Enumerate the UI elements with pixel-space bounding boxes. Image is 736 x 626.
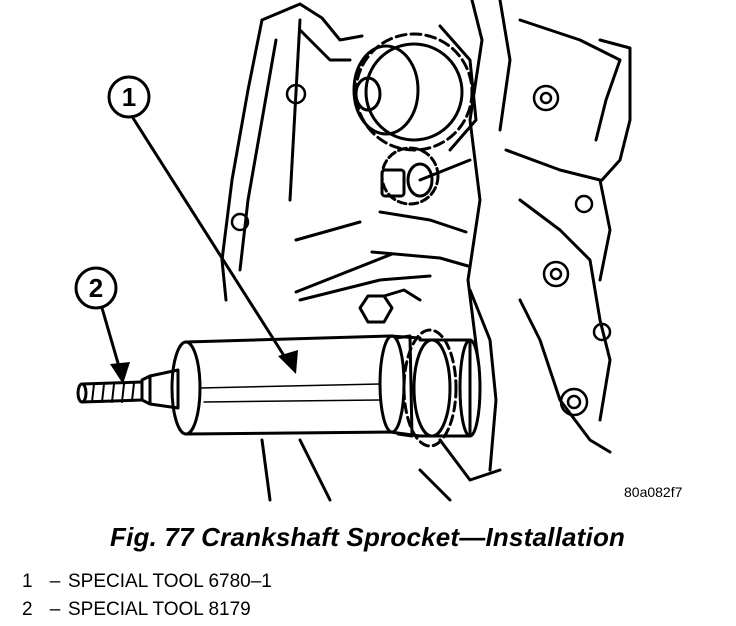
figure-caption: Fig. 77 Crankshaft Sprocket—Installation (110, 522, 626, 552)
bolt-holes (230, 83, 612, 417)
upper-sprocket (352, 24, 478, 152)
idler-sprocket (380, 146, 440, 206)
crankshaft-sprocket-diagram: 1 2 80a082f7 (74, 0, 683, 502)
image-code: 80a082f7 (624, 484, 683, 500)
leader-line-1 (131, 116, 290, 364)
legend-item-number: 1 (22, 571, 33, 592)
legend-item-separator: – (49, 599, 61, 620)
arrowhead-1 (278, 350, 298, 374)
callout-1-label: 1 (122, 82, 136, 112)
legend: 1–SPECIAL TOOL 6780–1 2–SPECIAL TOOL 817… (22, 568, 272, 624)
legend-item-text: SPECIAL TOOL 6780–1 (68, 571, 272, 592)
legend-item: 2–SPECIAL TOOL 8179 (22, 596, 272, 624)
callout-2-label: 2 (89, 273, 103, 303)
engine-housing-outline (220, 0, 632, 502)
legend-item-number: 2 (22, 599, 33, 620)
callout-1: 1 (107, 75, 151, 119)
legend-item-text: SPECIAL TOOL 8179 (68, 599, 251, 620)
leader-line-2 (100, 306, 122, 372)
special-tool-8179 (76, 368, 180, 410)
legend-item-separator: – (49, 571, 61, 592)
special-tool-6780-1 (170, 334, 422, 438)
legend-item: 1–SPECIAL TOOL 6780–1 (22, 568, 272, 596)
arrowhead-2 (110, 362, 130, 384)
lower-nut (358, 288, 422, 324)
callout-2: 2 (74, 266, 118, 310)
crankshaft-sprocket (402, 328, 482, 448)
